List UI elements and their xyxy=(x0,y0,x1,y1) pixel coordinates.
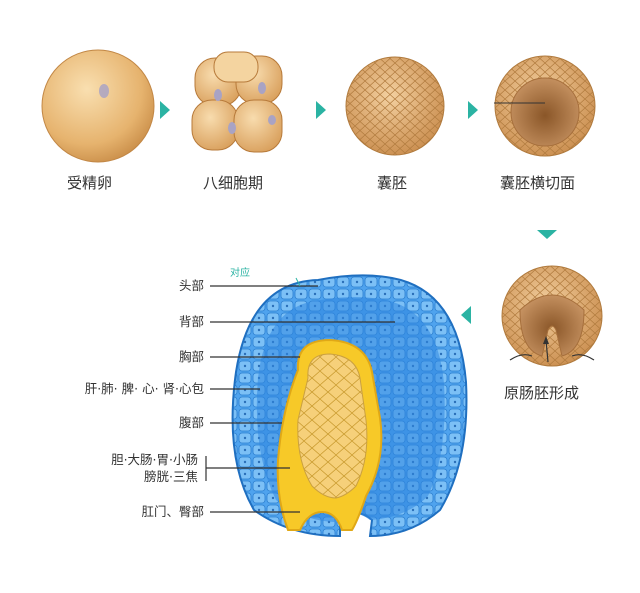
blastula-illustration xyxy=(345,56,445,156)
arrow-left-icon xyxy=(461,306,471,324)
gastrulation-illustration xyxy=(501,265,603,367)
stage-label-gastrulation: 原肠胚形成 xyxy=(504,384,580,402)
part-label-organs: 肝·肺· 脾· 心· 肾·心包 xyxy=(84,381,204,396)
arrow-down-icon xyxy=(537,230,557,239)
gastrula-illustration xyxy=(205,274,468,538)
eight-cell-illustration xyxy=(191,51,283,153)
arrow-right-icon xyxy=(160,101,170,119)
stage-label-blastula-section: 囊胚横切面 xyxy=(500,174,576,192)
part-label-viscera-1: 胆·大肠·胃·小肠 xyxy=(111,452,198,467)
part-label-back: 背部 xyxy=(178,314,204,329)
part-label-anus: 肛门、臀部 xyxy=(141,504,204,519)
arrow-right-icon xyxy=(468,101,478,119)
stage-label-eight-cell: 八细胞期 xyxy=(203,174,264,192)
blastula-section-illustration xyxy=(494,55,596,157)
zygote-illustration xyxy=(41,49,155,163)
arrow-right-icon xyxy=(316,101,326,119)
stage-label-zygote: 受精卵 xyxy=(67,174,113,192)
part-label-abdomen: 腹部 xyxy=(178,415,204,430)
part-label-viscera-2: 膀胱·三焦 xyxy=(144,469,198,484)
correspondence-label: 对应 xyxy=(230,268,250,279)
stage-label-blastula: 囊胚 xyxy=(377,174,408,192)
part-label-head: 头部 xyxy=(178,278,204,293)
part-label-chest: 胸部 xyxy=(178,349,204,364)
